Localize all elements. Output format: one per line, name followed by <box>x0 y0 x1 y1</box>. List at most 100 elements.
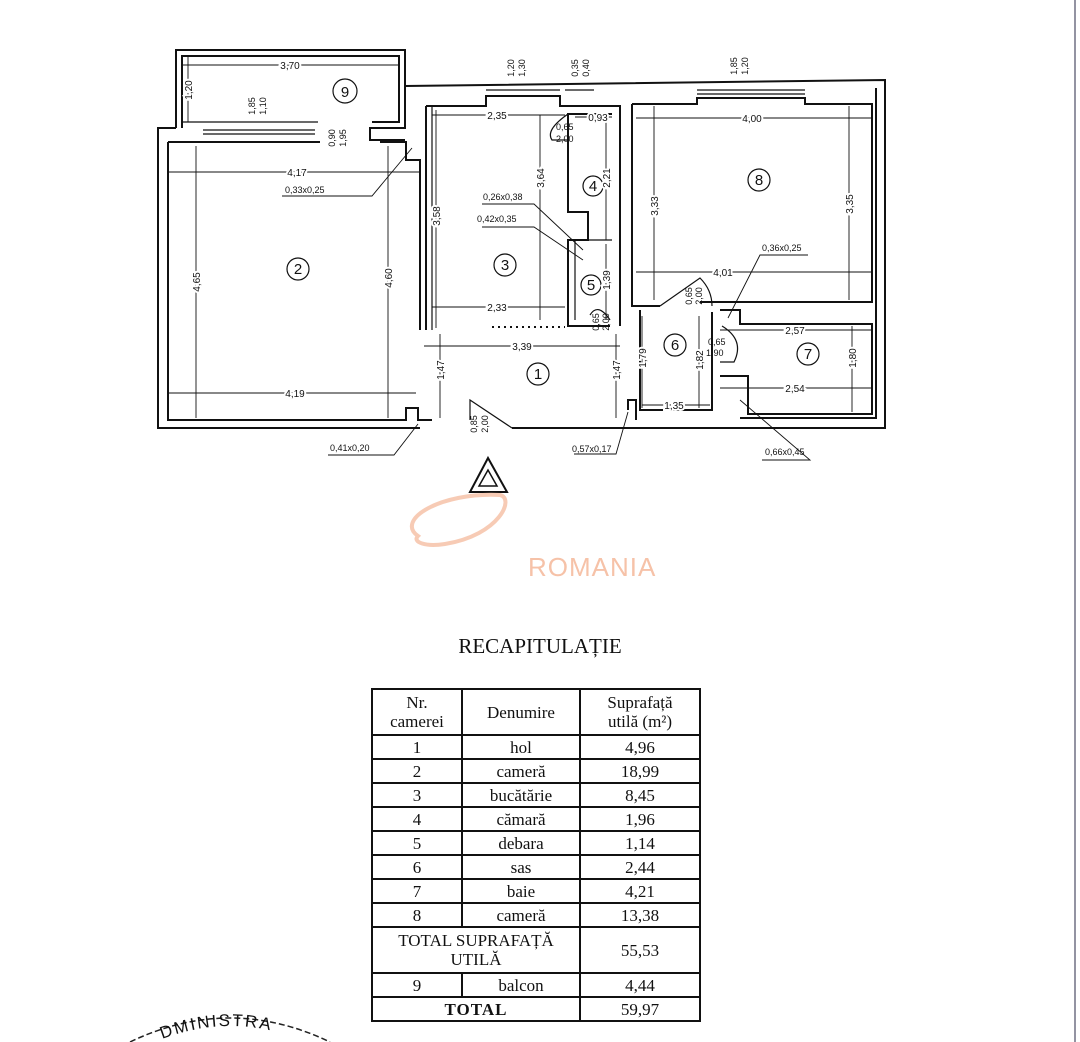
room-8-walls <box>631 89 873 307</box>
dimension-lines <box>168 56 872 461</box>
dim-sas-width: 1,35 <box>664 401 684 412</box>
cell-area: 8,45 <box>579 782 701 808</box>
dim-pantry-width: 0,93 <box>588 113 608 124</box>
dim-kitchen-window-h: 1,30 <box>517 59 527 77</box>
cell-name: debara <box>461 830 581 856</box>
header-area-line2: utilă (m²) <box>607 712 673 731</box>
dim-storage-door-h: 2,00 <box>601 313 611 331</box>
dim-kitchen-top: 2,35 <box>487 111 507 122</box>
outer-walls <box>157 78 886 429</box>
dim-bath-bottom: 2,54 <box>785 384 805 395</box>
room-number-1: 1 <box>534 366 542 383</box>
cell-name: hol <box>461 734 581 760</box>
entrance-marker-icon <box>468 455 509 493</box>
header-area-line1: Suprafață <box>607 693 673 712</box>
dim-bath-door-h: 1,90 <box>706 348 724 358</box>
balcony-room-9 <box>175 49 406 141</box>
cell-name: cameră <box>461 758 581 784</box>
dim-entrance-door-h: 2,00 <box>480 415 490 433</box>
total-row: TOTAL 59,97 <box>371 996 701 1022</box>
dim-sas-inner: 1,82 <box>695 350 706 370</box>
bath-walls <box>627 309 873 420</box>
dim-bath-top: 2,57 <box>785 326 805 337</box>
stamp-text: DMINISTRA <box>157 1011 272 1042</box>
dim-storage-door-w: 0,65 <box>591 313 601 331</box>
dim-hall-right: 1,47 <box>612 360 623 380</box>
subtotal-label-line1: TOTAL SUPRAFAȚĂ <box>398 931 554 950</box>
dim-pantry-height: 2,21 <box>602 168 613 188</box>
dimension-labels: 3,70 1,20 1,85 1,10 0,90 1,95 4,17 0,33x… <box>182 57 861 457</box>
dim-balcony-window-w: 1,85 <box>247 97 257 115</box>
dim-kitchen-bottom: 2,33 <box>487 303 507 314</box>
page-edge-line <box>1074 0 1076 1042</box>
cell-area: 4,21 <box>579 878 701 904</box>
dim-room8-door-w: 0,65 <box>684 287 694 305</box>
dim-room2-left: 4,65 <box>192 272 203 292</box>
room-2-walls <box>168 106 433 330</box>
cell-area: 13,38 <box>579 902 701 928</box>
cell-name: sas <box>461 854 581 880</box>
cell-area: 1,96 <box>579 806 701 832</box>
dim-balcony-door-w: 0,90 <box>327 129 337 147</box>
room-number-3: 3 <box>501 257 509 274</box>
cell-name: balcon <box>461 972 581 998</box>
cell-area: 18,99 <box>579 758 701 784</box>
cell-name: baie <box>461 878 581 904</box>
subtotal-value: 55,53 <box>579 926 701 974</box>
total-value: 59,97 <box>579 996 701 1022</box>
cell-name: bucătărie <box>461 782 581 808</box>
dim-kitchen-door-h: 2,00 <box>556 134 574 144</box>
dim-balcony-width: 3,70 <box>280 61 300 72</box>
dim-balcony-door-h: 1,95 <box>338 129 348 147</box>
pillar-hall: 0,57x0,17 <box>572 444 612 454</box>
room-number-4: 4 <box>589 178 597 195</box>
recap-title: RECAPITULAȚIE <box>458 634 622 658</box>
kitchen-walls <box>426 89 621 327</box>
dim-entrance-door-w: 0,85 <box>469 415 479 433</box>
dim-room2-top: 4,17 <box>287 168 307 179</box>
dim-kitchen-window-w: 1,20 <box>506 59 516 77</box>
dim-balcony-depth: 1,20 <box>184 80 195 100</box>
dim-vent-window-h: 0,40 <box>581 59 591 77</box>
room-number-markers: 1 2 3 4 5 6 7 8 9 <box>286 78 820 386</box>
cell-area: 2,44 <box>579 854 701 880</box>
total-label: TOTAL <box>371 996 581 1022</box>
cell-area: 4,44 <box>579 972 701 998</box>
dim-room8-right: 3,35 <box>845 194 856 214</box>
cell-nr: 8 <box>371 902 463 928</box>
cell-nr: 1 <box>371 734 463 760</box>
dim-kitchen-right: 3,64 <box>536 168 547 188</box>
cell-name: cameră <box>461 902 581 928</box>
dim-sas-height: 1,79 <box>638 348 649 368</box>
cell-nr: 2 <box>371 758 463 784</box>
header-nr-line1: Nr. <box>406 693 428 712</box>
room-number-8: 8 <box>755 172 763 189</box>
dim-vent-window-w: 0,35 <box>570 59 580 77</box>
cell-nr: 6 <box>371 854 463 880</box>
room-number-6: 6 <box>671 337 679 354</box>
watermark-text: ROMANIA <box>528 552 657 582</box>
cell-area: 4,96 <box>579 734 701 760</box>
cell-nr: 3 <box>371 782 463 808</box>
header-nr: Nr.camerei <box>371 688 463 736</box>
pillar-room8: 0,36x0,25 <box>762 243 802 253</box>
duct-1: 0,26x0,38 <box>483 192 523 202</box>
svg-text:DMINISTRA: DMINISTRA <box>157 1011 274 1042</box>
watermark-logo-icon <box>409 492 508 547</box>
dim-bath-height: 1,80 <box>848 348 859 368</box>
room-number-7: 7 <box>804 346 812 363</box>
cell-nr: 7 <box>371 878 463 904</box>
dim-hall-width: 3,39 <box>512 342 532 353</box>
pillar-room2-bottom: 0,41x0,20 <box>330 443 370 453</box>
dim-room8-top: 4,00 <box>742 114 762 125</box>
dim-room8-door-h: 2,00 <box>694 287 704 305</box>
